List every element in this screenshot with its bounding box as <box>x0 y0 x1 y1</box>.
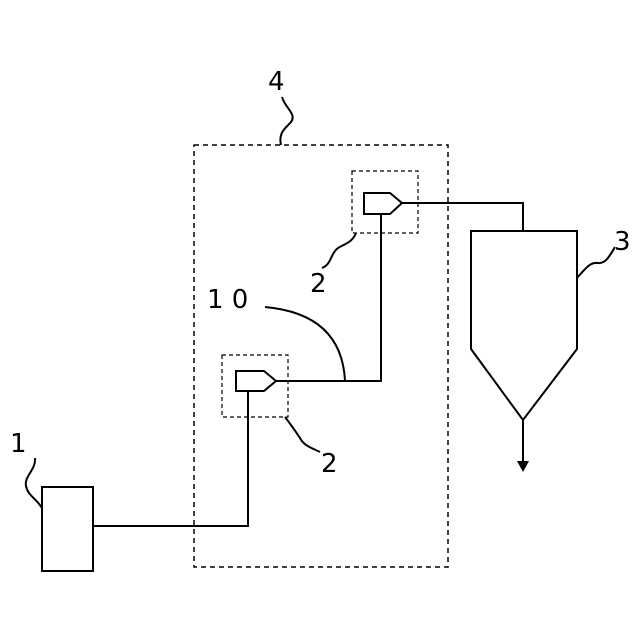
label-nozzle-upper: 2 <box>310 269 327 299</box>
discharge-arrow-icon <box>517 461 529 472</box>
cyclone-body <box>471 231 577 420</box>
connecting-pipe <box>276 214 381 381</box>
nozzle-upper <box>364 193 402 214</box>
label-pipe: 1 0 <box>207 285 248 315</box>
leader-pipe <box>265 307 345 381</box>
feed-line <box>93 391 248 526</box>
label-enclosure: 4 <box>268 67 285 97</box>
outlet-line <box>402 203 523 231</box>
leader-nozzle-upper <box>322 233 356 268</box>
label-cyclone: 3 <box>614 227 631 257</box>
nozzle-box-lower <box>222 355 288 417</box>
leader-nozzle-lower <box>285 417 320 452</box>
enclosure-box <box>194 145 448 567</box>
leader-source <box>26 458 42 508</box>
leader-enclosure <box>280 97 292 145</box>
label-nozzle-lower: 2 <box>321 449 338 479</box>
source-unit <box>42 487 93 571</box>
label-source: 1 <box>10 429 27 459</box>
leader-cyclone <box>577 247 615 278</box>
nozzle-lower <box>236 371 276 391</box>
